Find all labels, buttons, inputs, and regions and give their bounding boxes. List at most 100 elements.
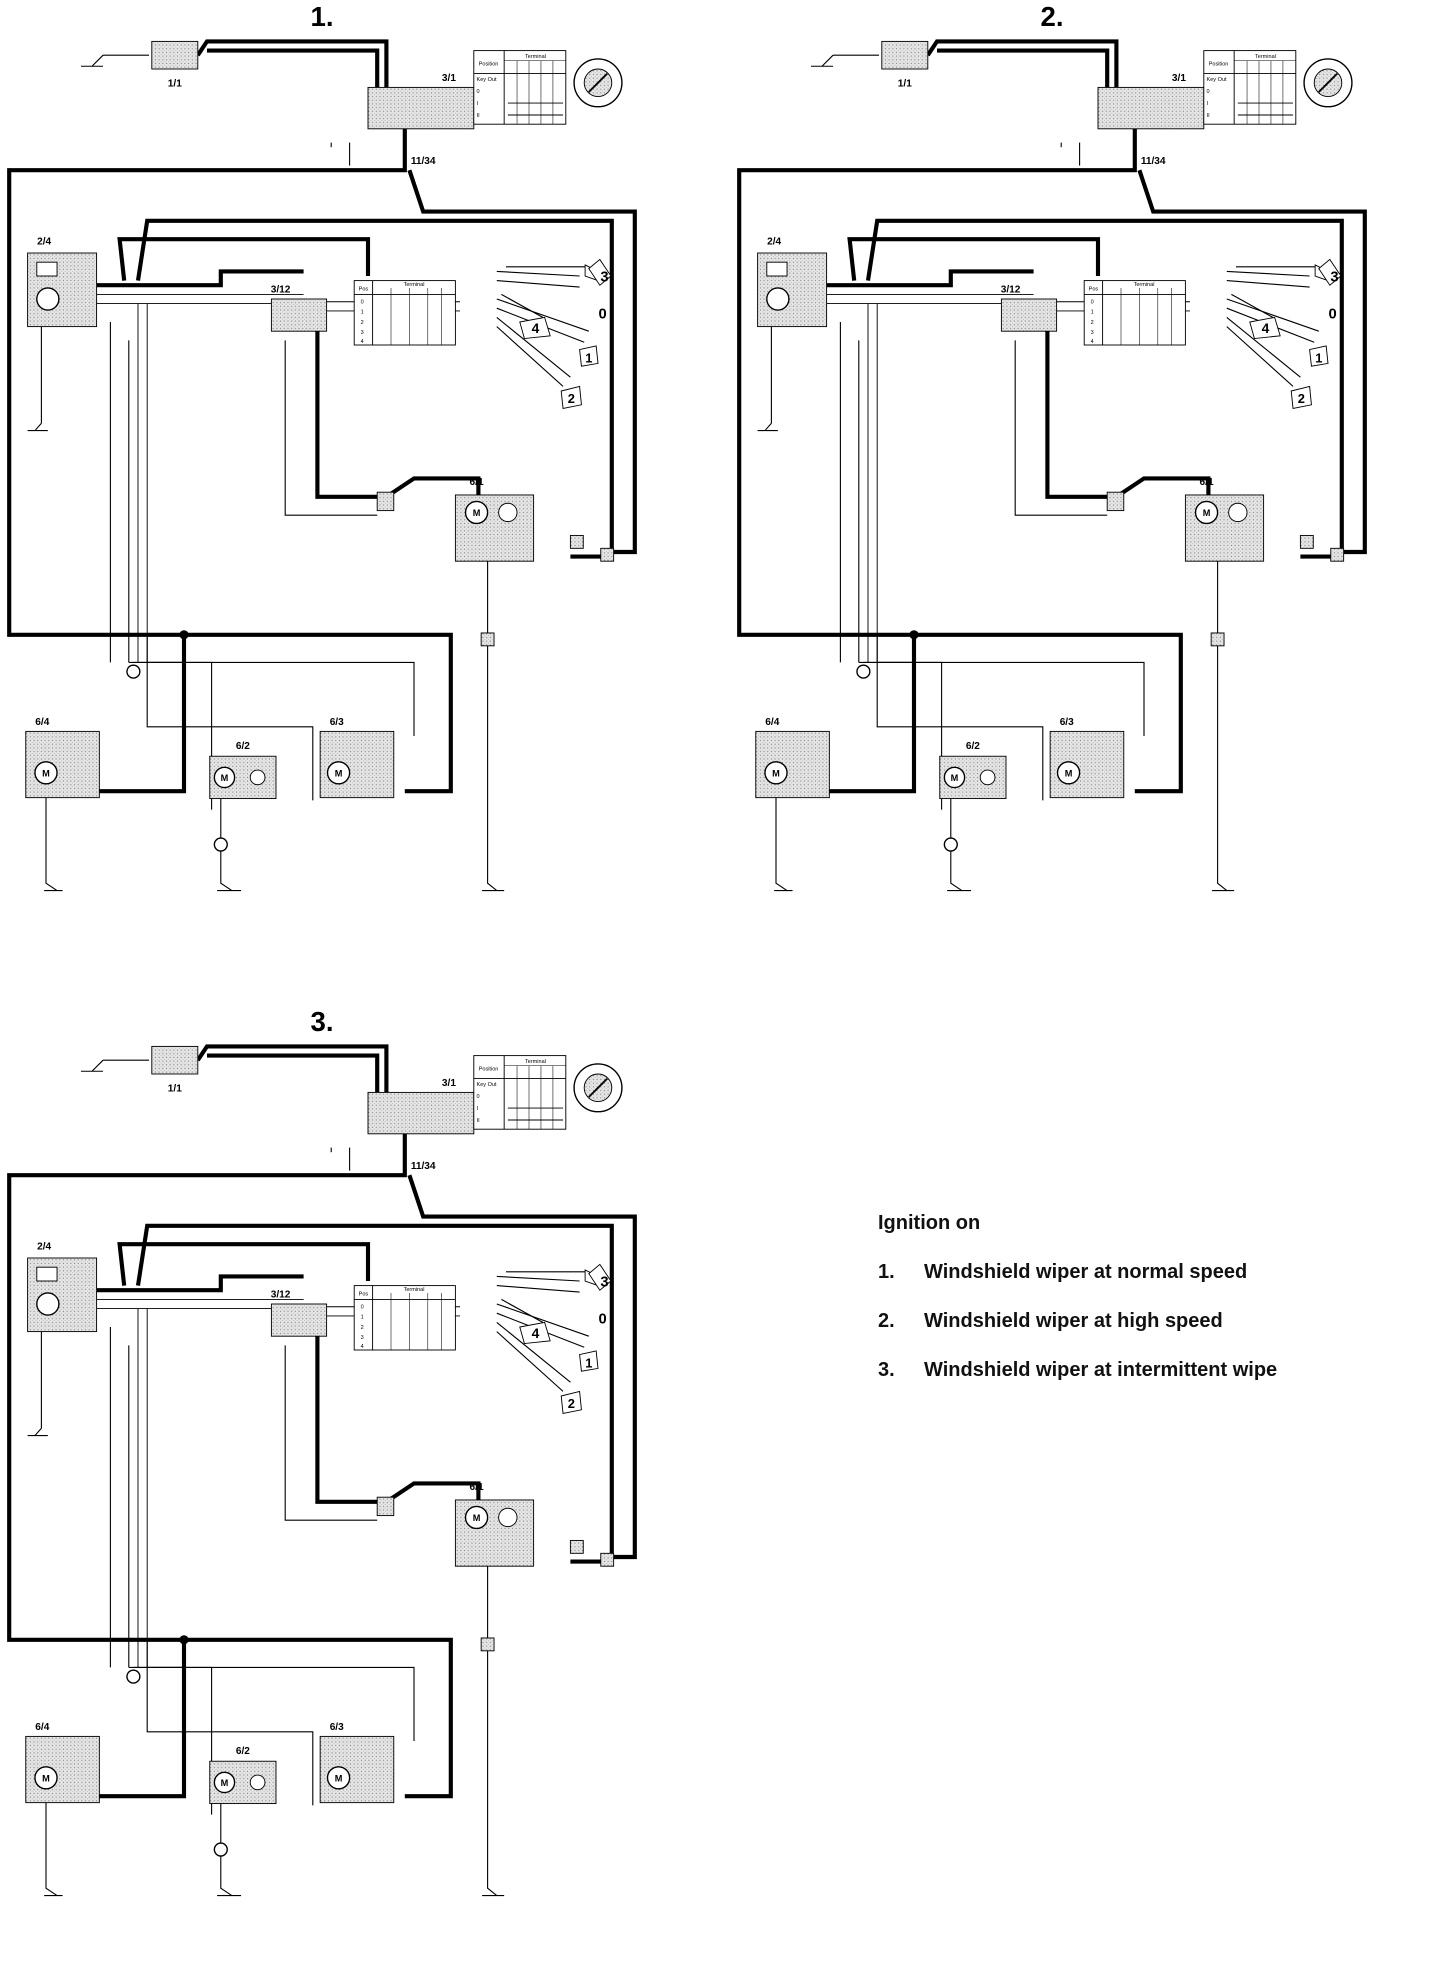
- ign-grp-label: Terminal: [525, 54, 546, 60]
- ign-r1-label: 0: [477, 1094, 480, 1100]
- lbl-fuse-label: 1/1: [898, 78, 912, 89]
- legend-item-text: Windshield wiper at high speed: [924, 1310, 1223, 1332]
- stk-r3-label: 3: [361, 1335, 364, 1341]
- wiring-panel-1: 1.: [7, 1, 637, 892]
- pos-0-label: 3: [1330, 270, 1338, 286]
- stk-r2-label: 2: [361, 1325, 364, 1331]
- pos-2-label: 4: [532, 1326, 540, 1341]
- svg-text:M: M: [1065, 768, 1073, 778]
- ign-hdr-label: Position: [479, 61, 499, 67]
- wiring-panel-2: 2.: [737, 1, 1367, 892]
- legend-title: Ignition on: [878, 1212, 981, 1234]
- lbl-stalk-label: 3/12: [1001, 285, 1021, 296]
- svg-text:M: M: [221, 1778, 229, 1788]
- lbl-ml-label: 6/4: [35, 717, 49, 728]
- svg-text:M: M: [473, 508, 481, 518]
- lbl-wm-label: 6/1: [470, 477, 484, 488]
- svg-text:M: M: [42, 1773, 50, 1783]
- legend-item-number: 1.: [878, 1261, 895, 1283]
- legend-item-text: Windshield wiper at normal speed: [924, 1261, 1248, 1283]
- stk-grp-label: Terminal: [1134, 282, 1155, 288]
- lbl-mr-label: 6/3: [1060, 717, 1074, 728]
- lbl-conn-label: 11/34: [411, 1161, 436, 1172]
- ign-r0-label: Key Out: [1207, 77, 1227, 83]
- lbl-wm-label: 6/1: [1200, 477, 1214, 488]
- stk-r1-label: 1: [361, 310, 364, 316]
- lbl-wm-label: 6/1: [470, 1482, 484, 1493]
- legend: Ignition on 1. Windshield wiper at norma…: [878, 1212, 1398, 1408]
- stk-hdr-label: Pos: [359, 1292, 369, 1298]
- ign-r1-label: 0: [1207, 89, 1210, 95]
- svg-text:M: M: [772, 768, 780, 778]
- pos-4-label: 2: [568, 391, 575, 406]
- lbl-mc-label: 6/2: [966, 741, 980, 752]
- svg-text:M: M: [951, 773, 959, 783]
- stk-r4-label: 4: [361, 1344, 364, 1350]
- lbl-ml-label: 6/4: [765, 717, 779, 728]
- stk-r1-label: 1: [1091, 310, 1094, 316]
- lbl-relay-label: 2/4: [37, 237, 51, 248]
- stk-r0-label: 0: [1091, 300, 1094, 306]
- lbl-ign-label: 3/1: [1172, 73, 1186, 84]
- stk-r0-label: 0: [361, 300, 364, 306]
- lbl-ml-label: 6/4: [35, 1722, 49, 1733]
- lbl-fuse-label: 1/1: [168, 78, 182, 89]
- pos-3-label: 1: [585, 350, 592, 365]
- ign-r0-label: Key Out: [477, 1082, 497, 1088]
- ign-grp-label: Terminal: [525, 1059, 546, 1065]
- lbl-mc-label: 6/2: [236, 741, 250, 752]
- p-num-label: 3.: [310, 1006, 333, 1037]
- lbl-mc-label: 6/2: [236, 1746, 250, 1757]
- ign-r2-label: I: [477, 101, 479, 107]
- svg-text:M: M: [221, 773, 229, 783]
- panels-container: 1.: [7, 1, 1367, 1897]
- ign-grp-label: Terminal: [1255, 54, 1276, 60]
- ign-r2-label: I: [1207, 101, 1209, 107]
- stk-grp-label: Terminal: [404, 1287, 425, 1293]
- ign-r3-label: II: [477, 113, 481, 119]
- svg-text:M: M: [335, 768, 343, 778]
- stk-r3-label: 3: [1091, 330, 1094, 336]
- stk-r1-label: 1: [361, 1315, 364, 1321]
- legend-item-number: 2.: [878, 1310, 895, 1332]
- pos-2-label: 4: [1262, 321, 1270, 336]
- lbl-relay-label: 2/4: [37, 1242, 51, 1253]
- legend-item: 3. Windshield wiper at intermittent wipe: [878, 1359, 1398, 1382]
- pos-1-label: 0: [599, 1311, 607, 1327]
- svg-text:M: M: [473, 1513, 481, 1523]
- lbl-mr-label: 6/3: [330, 717, 344, 728]
- lbl-stalk-label: 3/12: [271, 285, 291, 296]
- pos-1-label: 0: [1329, 306, 1337, 322]
- legend-item: 1. Windshield wiper at normal speed: [878, 1261, 1398, 1284]
- lbl-mr-label: 6/3: [330, 1722, 344, 1733]
- svg-text:M: M: [335, 1773, 343, 1783]
- lbl-conn-label: 11/34: [411, 156, 436, 167]
- pos-3-label: 1: [1315, 350, 1322, 365]
- legend-item-number: 3.: [878, 1359, 895, 1381]
- stk-r4-label: 4: [361, 339, 364, 345]
- ign-r0-label: Key Out: [477, 77, 497, 83]
- components: 1/1 3/1 11/34 Position Terminal Key Out …: [25, 40, 623, 852]
- ign-hdr-label: Position: [1209, 61, 1229, 67]
- pos-0-label: 3: [600, 270, 608, 286]
- pos-2-label: 4: [532, 321, 540, 336]
- lbl-fuse-label: 1/1: [168, 1083, 182, 1094]
- stk-grp-label: Terminal: [404, 282, 425, 288]
- pos-0-label: 3: [600, 1275, 608, 1291]
- components: 1/1 3/1 11/34 Position Terminal Key Out …: [755, 40, 1353, 852]
- ign-r3-label: II: [1207, 113, 1211, 119]
- stk-r3-label: 3: [361, 330, 364, 336]
- stk-r4-label: 4: [1091, 339, 1094, 345]
- legend-item: 2. Windshield wiper at high speed: [878, 1310, 1398, 1333]
- pos-4-label: 2: [1298, 391, 1305, 406]
- svg-text:M: M: [1203, 508, 1211, 518]
- ign-hdr-label: Position: [479, 1066, 499, 1072]
- wiring-panel-3: 3.: [7, 1006, 637, 1897]
- pos-3-label: 1: [585, 1355, 592, 1370]
- lbl-relay-label: 2/4: [767, 237, 781, 248]
- stk-r2-label: 2: [1091, 320, 1094, 326]
- lbl-ign-label: 3/1: [442, 1078, 456, 1089]
- stk-r2-label: 2: [361, 320, 364, 326]
- pos-1-label: 0: [599, 306, 607, 322]
